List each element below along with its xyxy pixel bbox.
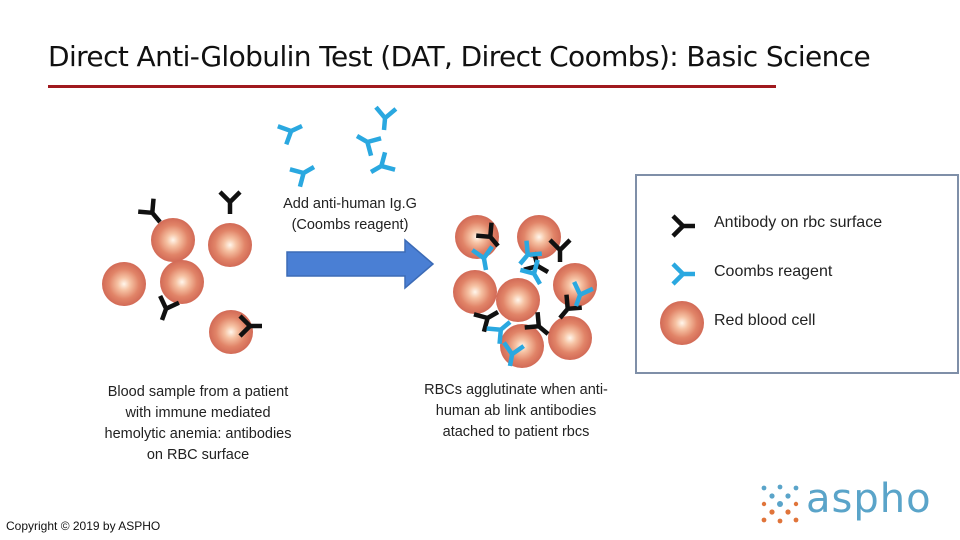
red-blood-cell <box>208 223 252 267</box>
red-blood-cell-icon <box>660 301 704 345</box>
antibody-icon <box>220 192 240 214</box>
legend-label-coombs: Coombs reagent <box>714 263 833 280</box>
process-arrow <box>286 238 435 290</box>
red-blood-cell <box>102 262 146 306</box>
left-caption: Blood sample from a patient with immune … <box>104 384 292 463</box>
legend-label-antibody: Antibody on rbc surface <box>714 214 883 231</box>
legend-panel: Antibody on rbc surface Coombs reagent R… <box>635 174 959 374</box>
antibody-icon <box>671 214 695 238</box>
legend-icons <box>660 214 704 345</box>
title-underline <box>48 85 776 88</box>
legend-label-rbc: Red blood cell <box>714 312 816 329</box>
red-blood-cell <box>151 218 195 262</box>
step-label: Add anti-human Ig.G (Coombs reagent) <box>283 196 417 233</box>
red-blood-cell <box>453 270 497 314</box>
page-title: Direct Anti-Globulin Test (DAT, Direct C… <box>48 40 871 73</box>
coombs-reagent-icon <box>278 117 306 144</box>
coombs-reagent-icon <box>374 107 396 131</box>
copyright-text: Copyright © 2019 by ASPHO <box>6 519 161 533</box>
coombs-reagent-icon <box>671 262 695 286</box>
coombs-reagent-icon <box>352 127 381 155</box>
red-blood-cell <box>160 260 204 304</box>
patient-sample-group <box>102 192 262 354</box>
right-caption: RBCs agglutinate when anti- human ab lin… <box>424 382 608 440</box>
agglutination-group <box>453 215 597 368</box>
aspho-logo-text: aspho <box>806 476 932 522</box>
aspho-logo-icon <box>761 484 799 524</box>
coombs-reagent-icon <box>366 152 395 180</box>
coombs-reagent-cluster <box>278 107 396 186</box>
red-blood-cell <box>496 278 540 322</box>
red-blood-cell <box>548 316 592 360</box>
coombs-reagent-icon <box>290 158 319 186</box>
